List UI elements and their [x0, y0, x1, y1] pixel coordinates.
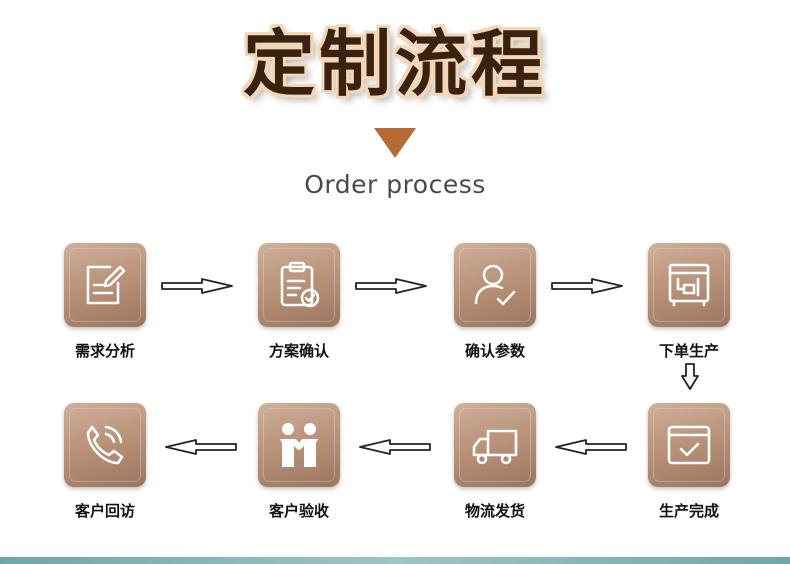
bottom-divider — [0, 557, 790, 564]
down-triangle-icon — [374, 128, 416, 158]
phone-icon — [86, 425, 124, 465]
page-title: 定制流程 — [242, 21, 547, 106]
step-label: 客户验收 — [268, 502, 329, 520]
step-tile-param-confirm — [454, 243, 536, 327]
step-label: 方案确认 — [268, 342, 329, 360]
machine-icon — [668, 263, 710, 307]
subtitle: Order process — [304, 170, 486, 199]
arrow-left-icon — [555, 439, 627, 455]
step-tile-requirement-analysis — [64, 243, 146, 327]
step-label: 物流发货 — [464, 502, 525, 520]
arrow-right-icon — [355, 278, 427, 294]
step-tile-customer-followup — [64, 403, 146, 487]
step-label: 生产完成 — [658, 502, 719, 520]
step-label: 客户回访 — [74, 502, 135, 520]
user-check-icon — [474, 264, 516, 306]
handshake-icon — [280, 423, 318, 467]
truck-icon — [472, 429, 518, 465]
step-label: 需求分析 — [74, 342, 135, 360]
window-check-icon — [667, 425, 711, 465]
arrow-left-icon — [165, 439, 237, 455]
arrow-right-icon — [551, 278, 623, 294]
step-label: 下单生产 — [658, 342, 719, 360]
step-tile-order-production — [648, 243, 730, 327]
clipboard-check-icon — [280, 261, 320, 308]
step-tile-plan-confirm — [258, 243, 340, 327]
arrow-down-icon — [681, 363, 699, 390]
step-tile-logistics — [454, 403, 536, 487]
step-tile-production-complete — [648, 403, 730, 487]
arrow-left-icon — [359, 439, 431, 455]
step-label: 确认参数 — [464, 342, 525, 360]
notepad-pen-icon — [86, 265, 126, 305]
arrow-right-icon — [161, 278, 233, 294]
step-tile-customer-acceptance — [258, 403, 340, 487]
